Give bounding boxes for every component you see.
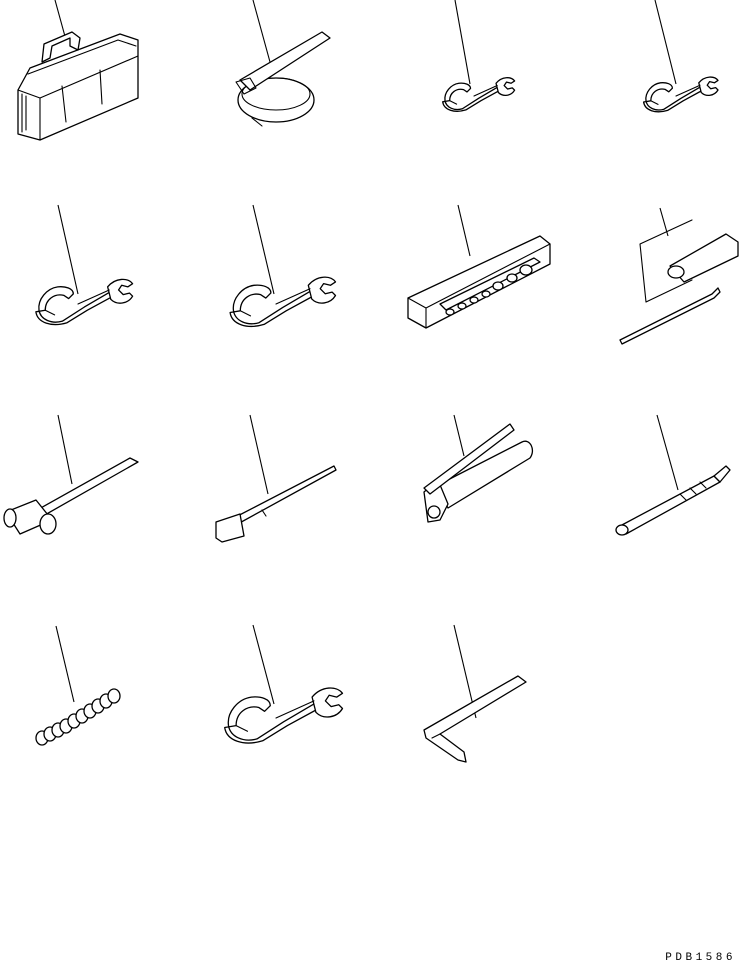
hex-key-icon <box>424 625 526 762</box>
tool-bag-icon <box>18 0 138 140</box>
drawing-code: PDB1586 <box>665 952 736 964</box>
open-end-wrench-icon <box>229 205 337 327</box>
screwdriver-set-icon <box>620 208 738 344</box>
grease-gun-icon <box>424 415 532 522</box>
pry-bar-icon <box>216 415 336 542</box>
open-end-wrench-icon <box>442 0 515 112</box>
socket-set-case-icon <box>408 205 550 328</box>
spring-icon <box>36 626 120 745</box>
open-end-wrench-icon <box>224 625 344 744</box>
open-end-wrench-icon <box>35 205 134 326</box>
grease-nozzle-icon <box>616 415 730 535</box>
hammer-icon <box>4 415 138 534</box>
open-end-wrench-icon <box>643 0 719 113</box>
filter-wrench-icon <box>236 0 330 126</box>
